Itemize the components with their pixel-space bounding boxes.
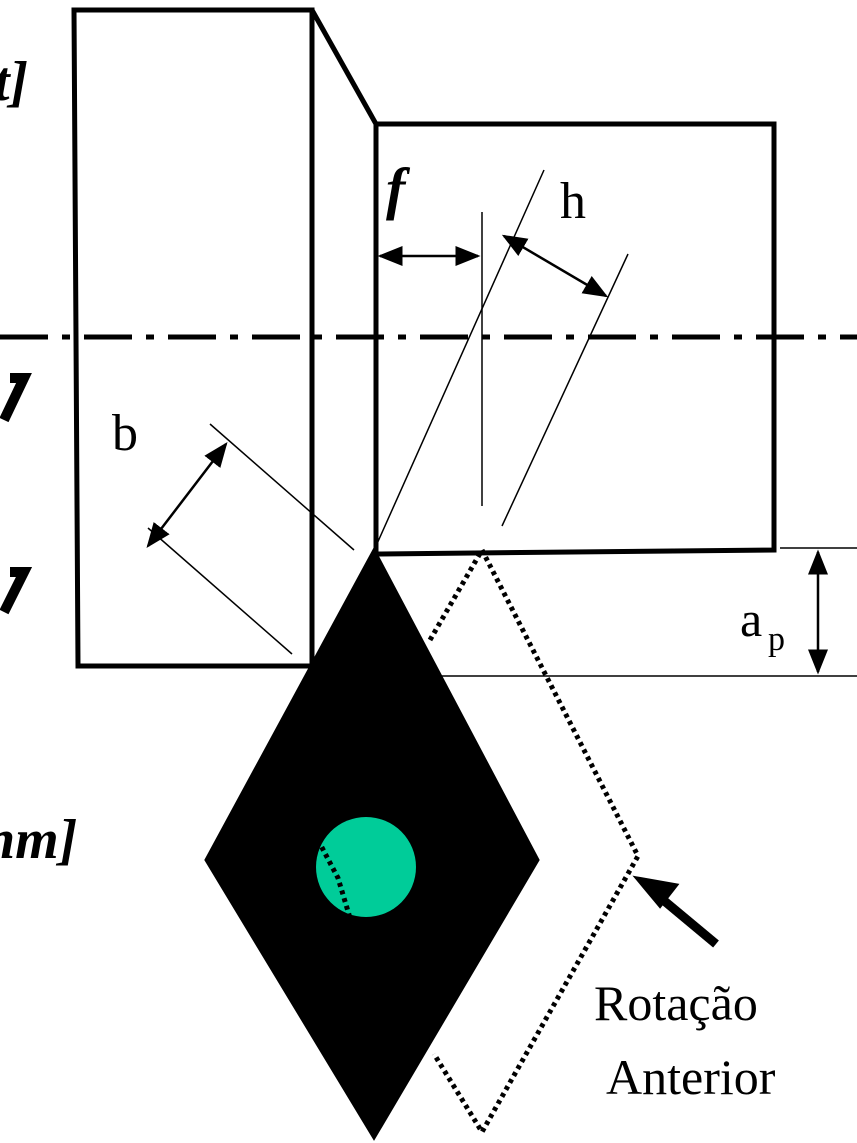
rotation-label-line1: Rotação	[594, 975, 758, 1031]
width-label: b	[112, 405, 138, 462]
workpiece-right-block	[373, 121, 777, 557]
depth-label-subscript: p	[768, 621, 785, 658]
previous-rotation-outline	[427, 548, 641, 1137]
insert-hole	[316, 817, 416, 917]
thickness-arrow	[501, 234, 609, 298]
feed-label: f	[386, 156, 411, 221]
chip-line-right	[501, 253, 629, 527]
edge-fragment-top: t]	[0, 51, 28, 113]
insert-hole-dotted-edge	[315, 838, 353, 919]
rotation-pointer-shaft	[653, 890, 719, 948]
rotation-pointer-head	[632, 875, 680, 909]
edge-bracket-2	[0, 567, 33, 615]
thickness-label: h	[560, 173, 586, 230]
width-line-lower	[147, 527, 293, 655]
chip-line-left	[375, 169, 545, 547]
rotation-label-line2: Anterior	[606, 1049, 776, 1105]
workpiece-chamfer	[309, 8, 379, 126]
edge-bracket-1	[0, 373, 32, 423]
edge-fragment-bottom: nm]	[0, 809, 77, 871]
width-line-upper	[209, 423, 355, 551]
width-arrow	[146, 442, 228, 548]
depth-label: a	[740, 591, 762, 647]
